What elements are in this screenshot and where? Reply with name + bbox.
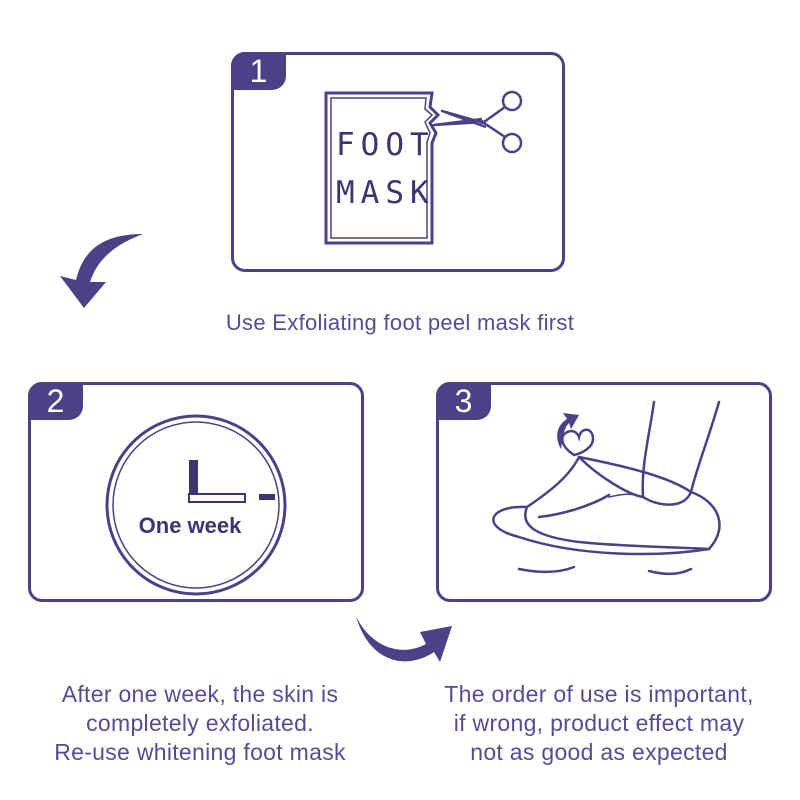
package-text-foot: FOOT (336, 127, 435, 163)
curved-arrow-icon (356, 616, 452, 662)
curved-arrow-icon (60, 234, 143, 308)
foot-icon (492, 400, 721, 575)
heart-icon (561, 428, 595, 457)
step-3-badge: 3 (436, 382, 491, 420)
step-3-caption: The order of use is important, if wrong,… (398, 680, 800, 767)
lift-arrow-icon (557, 413, 579, 449)
scissors-icon (432, 90, 523, 154)
package-text-mask: MASK (336, 175, 435, 211)
caption-line: Re-use whitening foot mask (54, 739, 346, 765)
step-1-caption: Use Exfoliating foot peel mask first (100, 308, 700, 337)
step-2-badge: 2 (28, 382, 83, 420)
caption-line: After one week, the skin is (61, 681, 339, 707)
caption-line: if wrong, product effect may (453, 710, 745, 736)
step-1-panel: 1 FOOT MASK (231, 52, 565, 272)
caption-line: Use Exfoliating foot peel mask first (225, 310, 575, 335)
caption-line: not as good as expected (470, 739, 728, 765)
caption-line: completely exfoliated. (86, 710, 314, 736)
step-3-panel: 3 (436, 382, 772, 602)
foot-mask-package-icon: FOOT MASK (324, 90, 523, 245)
clock-label: One week (138, 513, 242, 538)
clock-icon (105, 414, 287, 596)
step-2-caption: After one week, the skin is completely e… (0, 680, 400, 767)
caption-line: The order of use is important, (444, 681, 754, 707)
step-1-badge: 1 (231, 52, 286, 90)
